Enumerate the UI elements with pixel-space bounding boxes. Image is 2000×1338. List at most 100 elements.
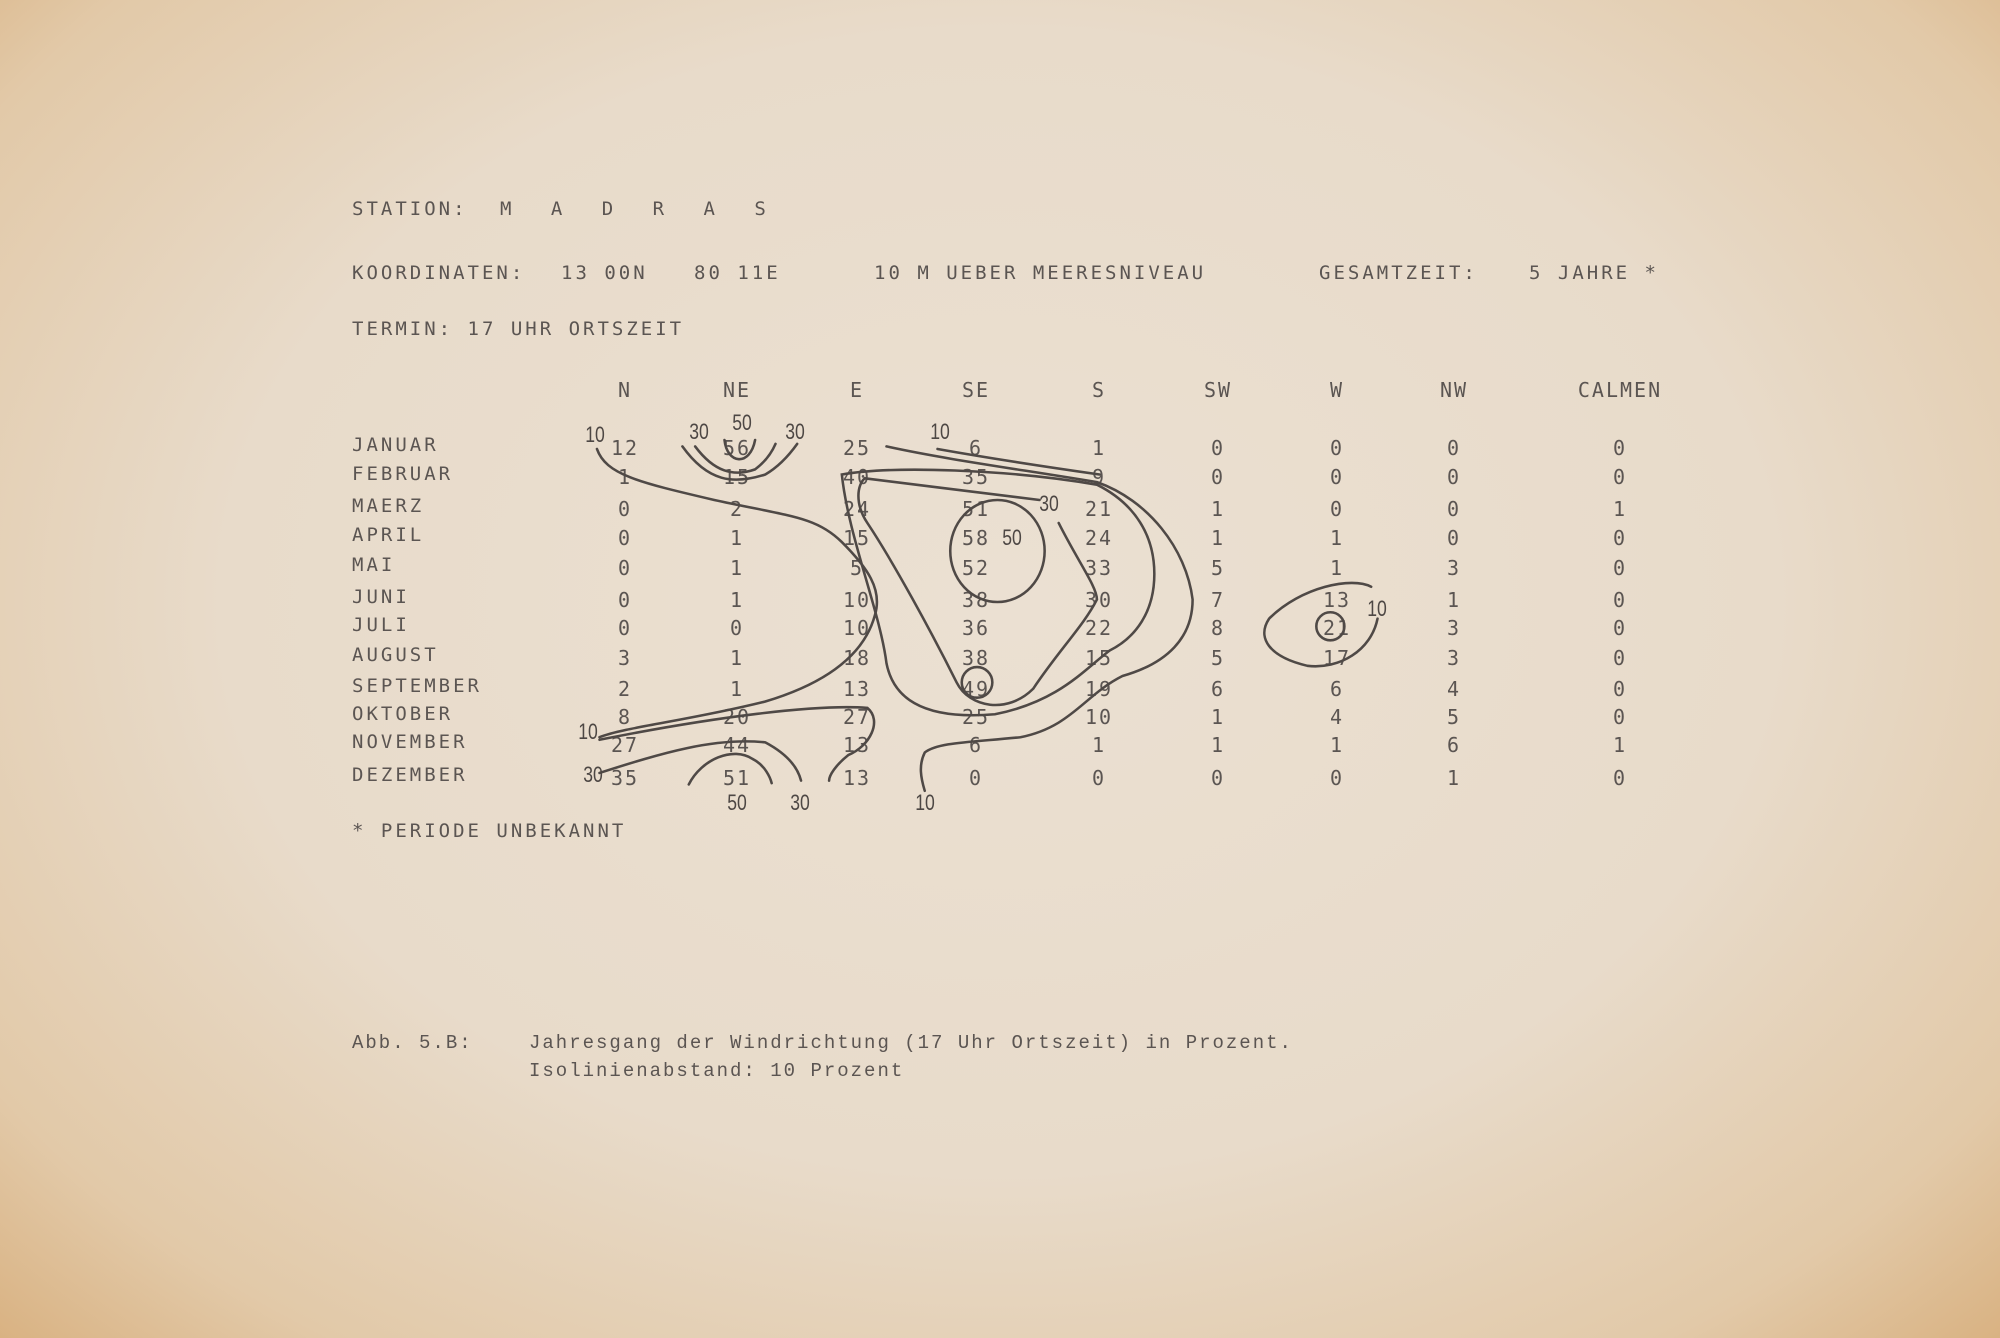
table-cell: 1 — [1446, 766, 1462, 790]
table-cell: 1 — [1210, 497, 1226, 521]
table-cell: 5 — [1210, 646, 1226, 670]
table-cell: 5 — [849, 556, 865, 580]
isoline-10-se-upper — [885, 445, 1194, 793]
column-header-calmen: CALMEN — [1577, 378, 1663, 402]
caption-label: Abb. 5.B: — [352, 1032, 473, 1054]
table-cell: 0 — [729, 616, 745, 640]
latitude: 13 00N — [561, 262, 648, 284]
isoline-10-autumn — [598, 705, 876, 782]
table-cell: 1 — [729, 526, 745, 550]
table-cell: 0 — [1210, 436, 1226, 460]
table-cell: 1 — [1329, 526, 1345, 550]
total-period-value: 5 JAHRE * — [1529, 262, 1659, 284]
table-cell: 1 — [1210, 733, 1226, 757]
table-cell: 5 — [1210, 556, 1226, 580]
table-cell: 1 — [1329, 733, 1345, 757]
isoline-label: 10 — [578, 719, 598, 744]
table-cell: 7 — [1210, 588, 1226, 612]
table-cell: 0 — [617, 526, 633, 550]
station-name: M A D R A S — [500, 198, 780, 220]
table-cell: 1 — [1329, 556, 1345, 580]
table-cell: 6 — [1329, 677, 1345, 701]
table-cell: 0 — [1612, 616, 1628, 640]
isoline-label: 30 — [790, 790, 810, 815]
isoline-label: 30 — [689, 419, 709, 444]
isoline-30-se — [857, 477, 1099, 707]
table-cell: 0 — [1446, 497, 1462, 521]
isoline-10-upper-left — [595, 447, 879, 739]
table-cell: 6 — [1446, 733, 1462, 757]
isoline-label: 10 — [1367, 596, 1387, 621]
table-cell: 3 — [1446, 646, 1462, 670]
table-cell: 19 — [1084, 677, 1114, 701]
table-cell: 0 — [968, 766, 984, 790]
table-cell: 1 — [1091, 733, 1107, 757]
table-cell: 0 — [1612, 588, 1628, 612]
isoline-label: 30 — [583, 762, 603, 787]
table-cell: 10 — [1084, 705, 1114, 729]
caption-line-2: Isolinienabstand: 10 Prozent — [529, 1060, 905, 1082]
table-cell: 13 — [842, 766, 872, 790]
table-cell: 0 — [1329, 465, 1345, 489]
table-cell: 5 — [1446, 705, 1462, 729]
isoline-50-winter — [687, 752, 773, 786]
table-cell: 1 — [1446, 588, 1462, 612]
isoline-40-ne-jan — [693, 442, 777, 474]
table-cell: 0 — [1446, 526, 1462, 550]
row-label-month: SEPTEMBER — [352, 675, 482, 697]
column-header-se: SE — [961, 378, 991, 402]
coordinates-label: KOORDINATEN: — [352, 262, 526, 284]
table-cell: 25 — [842, 436, 872, 460]
table-cell: 44 — [722, 733, 752, 757]
table-cell: 6 — [968, 436, 984, 460]
table-cell: 33 — [1084, 556, 1114, 580]
table-cell: 0 — [617, 497, 633, 521]
termin: TERMIN: 17 UHR ORTSZEIT — [352, 318, 685, 340]
table-cell: 4 — [1446, 677, 1462, 701]
table-cell: 0 — [1091, 766, 1107, 790]
row-label-month: JANUAR — [352, 434, 439, 456]
table-cell: 36 — [961, 616, 991, 640]
table-cell: 58 — [961, 526, 991, 550]
column-header-w: W — [1329, 378, 1345, 402]
table-cell: 8 — [617, 705, 633, 729]
isoline-50-september — [960, 665, 994, 699]
isoline-label: 50 — [732, 410, 752, 435]
row-label-month: MAERZ — [352, 495, 425, 517]
isoline-30-ne-jan — [681, 442, 799, 481]
table-cell: 1 — [1091, 436, 1107, 460]
row-label-month: JULI — [352, 614, 410, 636]
table-cell: 27 — [610, 733, 640, 757]
table-cell: 21 — [1084, 497, 1114, 521]
row-label-month: NOVEMBER — [352, 731, 468, 753]
isoline-50-se — [948, 498, 1046, 604]
table-cell: 0 — [617, 588, 633, 612]
isoline-label: 30 — [1039, 491, 1059, 516]
table-cell: 51 — [722, 766, 752, 790]
table-cell: 1 — [1210, 705, 1226, 729]
table-cell: 0 — [1612, 646, 1628, 670]
table-cell: 0 — [1329, 766, 1345, 790]
isoline-30-winter — [598, 740, 803, 782]
table-cell: 22 — [1084, 616, 1114, 640]
table-cell: 0 — [617, 556, 633, 580]
row-label-month: AUGUST — [352, 644, 439, 666]
table-cell: 0 — [1612, 705, 1628, 729]
row-label-month: OKTOBER — [352, 703, 454, 725]
table-cell: 0 — [1612, 677, 1628, 701]
isoline-label: 10 — [585, 422, 605, 447]
table-cell: 0 — [1210, 465, 1226, 489]
table-cell: 3 — [617, 646, 633, 670]
total-period-label: GESAMTZEIT: — [1319, 262, 1478, 284]
row-label-month: DEZEMBER — [352, 764, 468, 786]
table-cell: 10 — [842, 616, 872, 640]
column-header-e: E — [849, 378, 865, 402]
isoline-label: 50 — [727, 790, 747, 815]
station-label: STATION: — [352, 198, 468, 220]
longitude: 80 11E — [694, 262, 781, 284]
table-cell: 13 — [842, 677, 872, 701]
table-cell: 4 — [1329, 705, 1345, 729]
table-cell: 1 — [729, 556, 745, 580]
table-cell: 0 — [1612, 465, 1628, 489]
